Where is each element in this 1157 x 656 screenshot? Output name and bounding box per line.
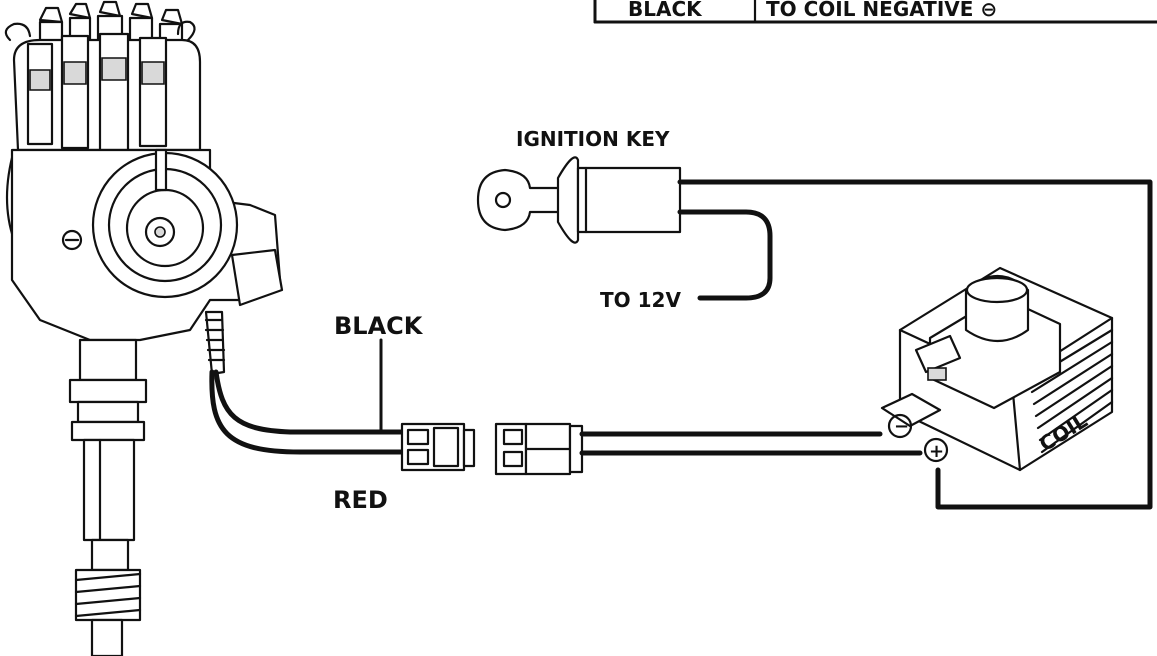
label-ignition-key: IGNITION KEY [516, 127, 670, 151]
wire-switch-to-coil-positive [677, 179, 1153, 510]
table-connection: TO COIL NEGATIVE ⊖ [766, 0, 997, 21]
label-coil-negative: − [894, 416, 909, 437]
wire-connector-socket [494, 422, 584, 476]
wire-to-12v [677, 209, 773, 301]
label-black: BLACK [334, 312, 424, 340]
table-wire-color: BLACK [628, 0, 703, 21]
ignition-coil-illustration: COIL [880, 266, 1114, 472]
distributor-leads [209, 369, 405, 455]
label-red: RED [333, 486, 388, 514]
wire-connector-plug [400, 422, 476, 472]
coil-positive-terminal: + [923, 437, 949, 463]
distributor-illustration [4, 0, 284, 656]
ignition-switch-icon [556, 156, 682, 244]
label-coil-positive: + [929, 441, 944, 462]
label-to-12v: TO 12V [600, 288, 681, 312]
coil-negative-terminal: − [887, 413, 913, 439]
ignition-key-icon [476, 168, 562, 232]
wire-table: BLACK TO COIL NEGATIVE ⊖ [593, 0, 1157, 24]
